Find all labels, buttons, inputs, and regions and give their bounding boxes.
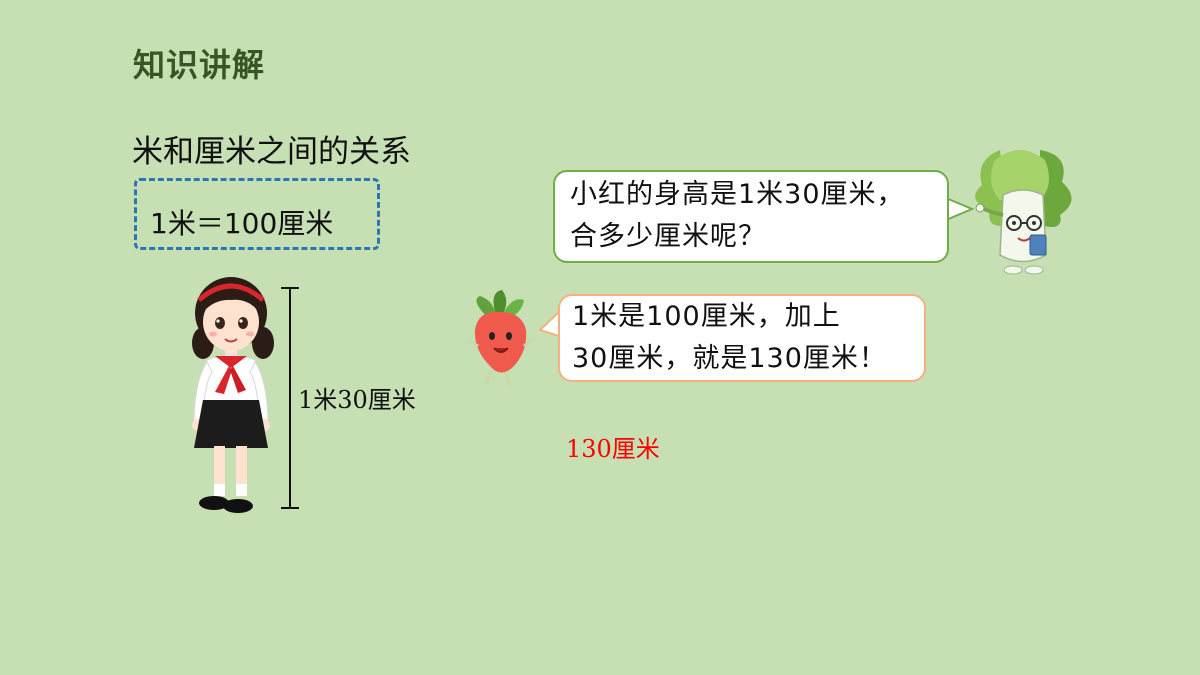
height-label: 1米30厘米 (298, 386, 416, 414)
question-line-2: 合多少厘米呢？ (570, 221, 766, 252)
formula-box (134, 178, 380, 250)
cabbage-teacher-icon (975, 150, 1072, 275)
answer-speech-bubble (558, 294, 926, 382)
height-measure-bar (281, 287, 299, 509)
slide-title: 知识讲解 (133, 46, 266, 84)
radish-character-icon (467, 290, 535, 387)
question-speech-bubble (553, 170, 949, 263)
formula-text: 1米＝100厘米 (150, 207, 334, 240)
answer-line-1: 1米是100厘米，加上 (572, 301, 841, 332)
answer-label: 130厘米 (566, 435, 660, 463)
answer-line-2: 30厘米，就是130厘米！ (572, 343, 887, 374)
answer-text: 1米是100厘米，加上 30厘米，就是130厘米！ (572, 296, 887, 380)
question-line-1: 小红的身高是1米30厘米， (570, 179, 905, 210)
answer-bubble-tail (538, 311, 560, 337)
section-heading: 米和厘米之间的关系 (132, 134, 411, 170)
question-bubble-tail (945, 197, 975, 221)
question-text: 小红的身高是1米30厘米， 合多少厘米呢？ (570, 174, 905, 258)
girl-student-illustration (192, 277, 274, 513)
